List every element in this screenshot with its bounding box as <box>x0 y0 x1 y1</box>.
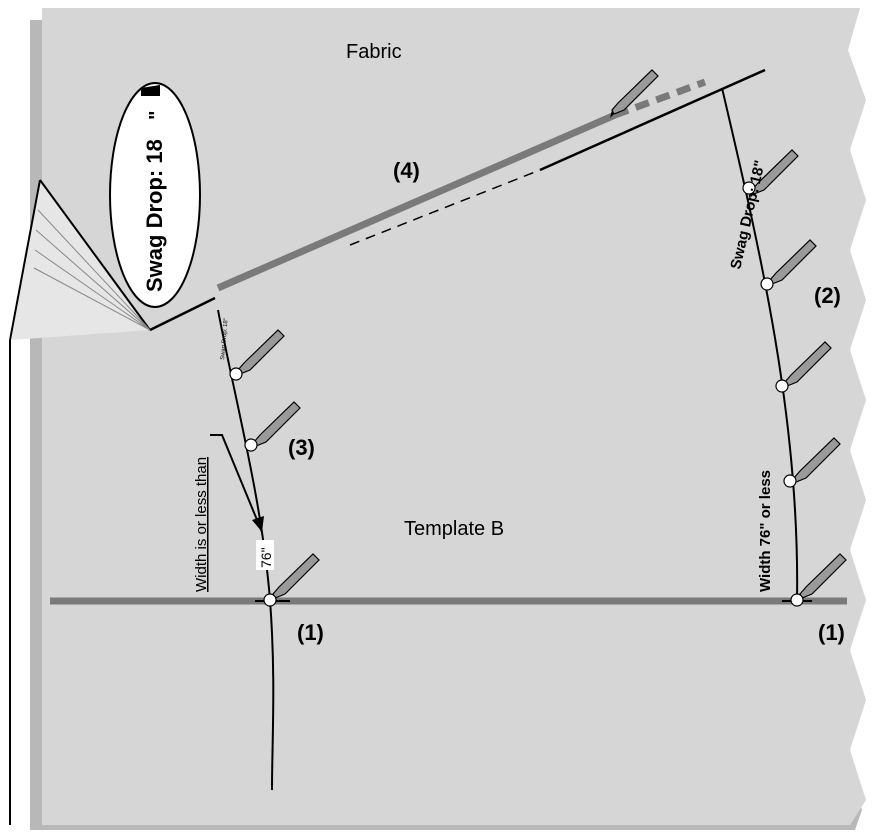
step-4-label: (4) <box>393 158 420 183</box>
pin-circle-icon <box>229 367 243 381</box>
step-1-right-label: (1) <box>818 620 845 645</box>
step-1-left-label: (1) <box>297 620 324 645</box>
width-value-text: 76" <box>258 547 274 568</box>
pin-circle-icon <box>760 277 774 291</box>
fabric-sheet <box>30 8 866 830</box>
fabric-fold <box>9 179 151 825</box>
swag-drop-callout: Swag Drop: 18 " <box>109 82 201 308</box>
pin-circle-icon <box>244 438 258 452</box>
fabric-label: Fabric <box>346 41 402 63</box>
pin-circle-icon <box>790 593 804 607</box>
step-2-label: (2) <box>814 283 841 308</box>
callout-quote-mark: " <box>146 111 168 120</box>
guide-bar-diagonal <box>216 111 617 292</box>
left-curve <box>217 309 275 791</box>
width-left-text: Width is or less than <box>193 457 210 592</box>
pin-circle-icon <box>775 379 789 393</box>
width-right-text: Width 76" or less <box>757 470 774 592</box>
pin-circle-icon <box>783 474 797 488</box>
fabric-surface <box>42 8 866 825</box>
swag-drop-small-text: Swag Drop: 18" <box>220 318 230 360</box>
step-3-label: (3) <box>288 435 315 460</box>
pin-circle-icon <box>263 593 277 607</box>
template-label: Template B <box>404 518 504 540</box>
swag-top-line <box>149 68 766 332</box>
right-curve <box>721 87 799 601</box>
swag-drop-callout-text: Swag Drop: 18 <box>142 139 167 292</box>
width-left-annotation: Width is or less than 76" <box>193 434 274 592</box>
